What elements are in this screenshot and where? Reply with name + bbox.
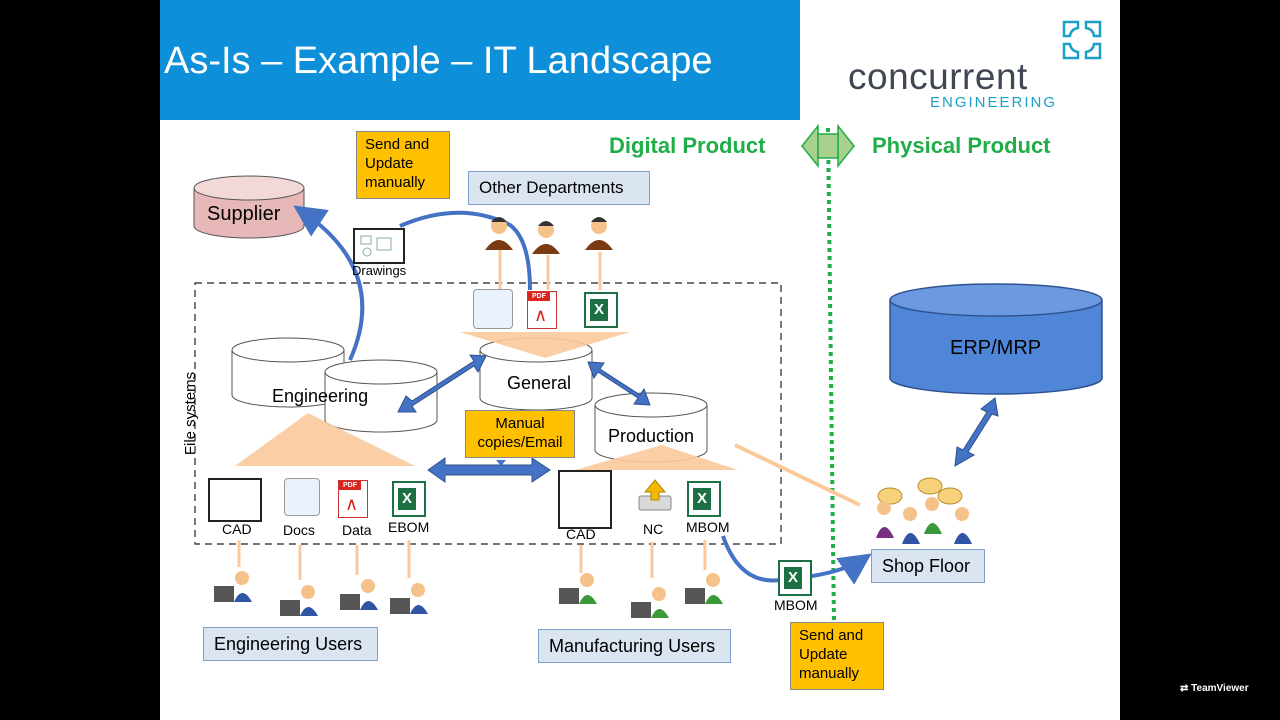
engineering-users-box: Engineering Users xyxy=(203,627,378,661)
mbom-label: MBOM xyxy=(686,519,730,535)
shop-floor-people xyxy=(876,477,972,544)
engineering-funnel xyxy=(235,413,415,466)
nc-label: NC xyxy=(643,521,664,537)
company-logo: concurrent ENGINEERING xyxy=(848,16,1108,116)
mbom-transfer-label: MBOM xyxy=(774,597,818,613)
title-bar: As-Is – Example – IT Landscape xyxy=(160,0,800,120)
engineering-label: Engineering xyxy=(272,386,369,406)
drawings-label: Drawings xyxy=(352,263,407,278)
manufacturing-users-box: Manufacturing Users xyxy=(538,629,731,663)
teamviewer-icon: ⇄ xyxy=(1180,683,1189,694)
logo-wordmark: concurrent xyxy=(848,56,1028,97)
person-icon xyxy=(485,217,513,250)
physical-product-header: Physical Product xyxy=(872,133,1051,158)
cad-drawing-icon xyxy=(208,478,262,522)
ebom-label: EBOM xyxy=(388,519,430,535)
teamviewer-watermark: ⇄ TeamViewer xyxy=(1180,683,1249,694)
pdf-file-icon: PDF∧ xyxy=(527,291,557,329)
manual-copies-note: Manual copies/Email xyxy=(465,410,575,458)
file-systems-boundary xyxy=(194,282,782,545)
data-label: Data xyxy=(342,522,372,538)
mixed-docs-icon xyxy=(473,289,513,329)
nc-program-icon xyxy=(638,479,672,511)
eng-production-arrow xyxy=(427,457,551,483)
docs-label: Docs xyxy=(283,522,315,538)
logo-subtitle: ENGINEERING xyxy=(930,94,1058,111)
general-label: General xyxy=(507,373,572,393)
shop-floor-box: Shop Floor xyxy=(871,549,985,583)
eng-general-arrow xyxy=(397,354,487,413)
erp-mrp-database xyxy=(889,283,1103,395)
digital-product-header: Digital Product xyxy=(609,133,766,158)
diagram-graphics xyxy=(193,123,1103,626)
erp-mrp-label: ERP/MRP xyxy=(950,337,1042,359)
logo-mark-icon xyxy=(1062,20,1102,60)
slide: As-Is – Example – IT Landscape concurren… xyxy=(160,0,1120,720)
production-label: Production xyxy=(608,426,695,446)
slide-title: As-Is – Example – IT Landscape xyxy=(164,40,713,82)
teamviewer-label: TeamViewer xyxy=(1191,683,1249,694)
shop-floor-manual-note: Send and Update manually xyxy=(790,622,884,690)
other-departments-box: Other Departments xyxy=(468,171,650,205)
excel-file-icon: X xyxy=(584,292,618,328)
mbom-excel-icon: X xyxy=(687,481,721,517)
production-database xyxy=(594,392,708,463)
engineering-database xyxy=(231,337,438,433)
docs-icon xyxy=(284,478,320,516)
other-departments-people xyxy=(485,217,613,254)
erp-shopfloor-arrow xyxy=(954,397,999,467)
file-systems-label: File systems xyxy=(182,371,200,456)
data-pdf-icon: PDF∧ xyxy=(338,480,368,518)
general-funnel xyxy=(460,332,630,358)
cad-label-manufacturing: CAD xyxy=(566,526,596,542)
drawings-icon xyxy=(353,228,405,264)
production-funnel xyxy=(575,445,738,470)
supplier-manual-note: Send and Update manually xyxy=(356,131,450,199)
ebom-excel-icon: X xyxy=(392,481,426,517)
general-production-arrow xyxy=(587,361,651,406)
manufacturing-users-people xyxy=(559,573,723,618)
mbom-transfer-excel-icon: X xyxy=(778,560,812,596)
engineering-users-people xyxy=(214,571,428,616)
cad-layout-icon xyxy=(558,470,612,529)
supplier-database xyxy=(193,175,305,239)
digital-physical-divider xyxy=(826,127,836,626)
cad-label-engineering: CAD xyxy=(222,521,252,537)
supplier-label: Supplier xyxy=(207,203,281,225)
